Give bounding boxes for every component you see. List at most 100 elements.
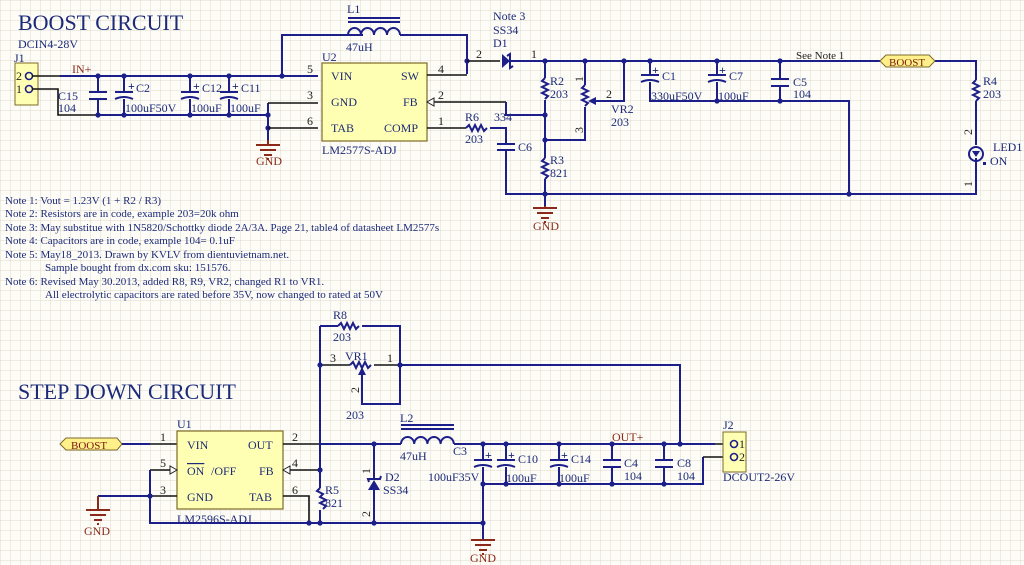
c8-ref: C8 [677, 456, 691, 470]
vr2-value: 203 [611, 115, 629, 129]
input-arrow-icon [425, 97, 435, 107]
led1-ref: LED1 [993, 140, 1022, 154]
c3-ref: C3 [453, 444, 467, 458]
d1-part: SS34 [493, 23, 518, 37]
resistor-r8[interactable]: R8 203 [320, 308, 401, 365]
diode-d1[interactable]: Note 3 SS34 D1 2 1 [476, 9, 537, 70]
note-6: Note 6: Revised May 30.2013, added R8, R… [5, 276, 324, 288]
c12-polarity: + [193, 79, 200, 93]
resistor-r6[interactable]: R6 203 [465, 110, 488, 146]
wire-input-rail [60, 34, 363, 77]
junction [542, 191, 548, 197]
r5-ref: R5 [325, 483, 339, 497]
gnd-label: GND [470, 551, 496, 565]
ground-symbol-u2: GND [256, 140, 282, 168]
c1-polarity: + [652, 63, 659, 77]
c3-value: 100uF35V [428, 470, 480, 484]
wire [935, 60, 977, 80]
capacitor-c6[interactable]: 334 C6 [494, 110, 532, 154]
connector-j1[interactable]: DCIN4-28V J1 2 1 [14, 37, 78, 106]
junction [714, 98, 720, 104]
c11-polarity: + [232, 79, 239, 93]
capacitor-c15[interactable]: C15 104 [58, 76, 107, 115]
vr2-pin-3: 3 [572, 127, 586, 133]
capacitor-c2[interactable]: + C2 100uF50V [114, 76, 177, 115]
u1-pinnum-2: 2 [292, 430, 298, 444]
capacitor-c12[interactable]: + C12 100uF [180, 76, 222, 115]
vr1-pin-3: 3 [330, 351, 336, 365]
u2-ref: U2 [322, 50, 337, 64]
junction [147, 493, 153, 499]
l2-ref: L2 [400, 411, 413, 425]
u2-pinnum-3: 3 [307, 88, 313, 102]
c4-value: 104 [624, 469, 642, 483]
junction [542, 58, 548, 64]
gnd-label: GND [533, 219, 559, 233]
j1-ref: J1 [14, 51, 25, 65]
d2-pin-1: 1 [359, 468, 373, 474]
wire-output-gnd [483, 457, 704, 485]
led-led1[interactable]: 2 1 LED1 ON [961, 129, 1022, 187]
connector-j2[interactable]: J2 1 2 DCOUT2-26V [722, 418, 795, 484]
d2-pin-2: 2 [359, 511, 373, 517]
inductor-l2[interactable]: L2 47uH [400, 411, 455, 463]
resistor-r4[interactable]: R4 203 [970, 74, 1001, 102]
capacitor-c11[interactable]: + C11 100uF [219, 76, 261, 115]
port-boost-input[interactable]: BOOST [59, 437, 123, 452]
junction [647, 58, 653, 64]
c7-value: 100uF [718, 89, 749, 103]
note-6-cont: All electrolytic capacitors are rated be… [45, 289, 383, 301]
j2-pin-1: 1 [739, 437, 745, 451]
u2-pin-comp: COMP [384, 121, 418, 135]
led1-value: ON [990, 154, 1008, 168]
capacitor-c3[interactable]: + C3 100uF35V [428, 444, 493, 540]
vr2-pin-2: 2 [606, 87, 612, 101]
resistor-r3[interactable]: R3 821 [539, 153, 568, 206]
potentiometer-vr2[interactable]: 1 2 3 VR2 203 [545, 61, 634, 141]
junction [621, 58, 627, 64]
l1-ref: L1 [347, 2, 360, 16]
resistor-r5[interactable]: R5 821 [315, 470, 343, 523]
u1-pin-tab: TAB [249, 490, 272, 504]
junction [542, 112, 548, 118]
ic-u1-lm2596s-adj[interactable]: U1 VIN ON /OFF GND OUT FB TAB 1 5 3 2 4 … [160, 417, 298, 526]
net-label-in-plus: IN+ [72, 62, 92, 76]
capacitor-c10[interactable]: + C10 100uF [496, 444, 538, 485]
wire [32, 88, 98, 116]
u2-body [321, 62, 428, 142]
wire [490, 127, 507, 144]
c4-ref: C4 [624, 456, 638, 470]
c15-value: 104 [58, 101, 76, 115]
j2-terminal-2 [729, 452, 739, 462]
u2-pinnum-5: 5 [307, 62, 313, 76]
led1-pin-1: 1 [961, 181, 975, 187]
resistor-r2[interactable]: R2 203 [539, 61, 568, 158]
c10-polarity: + [508, 448, 515, 462]
port-boost[interactable]: BOOST [879, 54, 936, 69]
junction [371, 441, 377, 447]
u1-pinnum-3: 3 [160, 483, 166, 497]
d1-pin-1: 1 [531, 47, 537, 61]
j2-pin-2: 2 [739, 450, 745, 464]
u2-pin-fb: FB [403, 95, 418, 109]
capacitor-c8[interactable]: C8 104 [655, 444, 695, 484]
c14-ref: C14 [571, 452, 591, 466]
note-1: Note 1: Vout = 1.23V (1 + R2 / R3) [5, 195, 161, 207]
inductor-l1[interactable]: L1 47uH [346, 2, 401, 54]
note-5-cont: Sample bought from dx.com sku: 151576. [45, 262, 231, 274]
ic-u2-lm2577s-adj[interactable]: U2 VIN GND TAB SW FB COMP 5 3 6 4 2 1 LM… [307, 50, 444, 157]
capacitor-c1[interactable]: + C1 330uF50V [640, 61, 703, 103]
l2-value: 47uH [400, 449, 427, 463]
diode-d2[interactable]: 1 2 D2 SS34 [359, 444, 408, 523]
vr2-pin-1: 1 [572, 76, 586, 82]
u1-pin-gnd: GND [187, 490, 213, 504]
capacitor-c14[interactable]: + C14 100uF [549, 444, 591, 485]
r8-ref: R8 [333, 308, 347, 322]
u2-part: LM2577S-ADJ [322, 143, 397, 157]
see-note-label: See Note 1 [796, 50, 844, 62]
potentiometer-vr1[interactable]: VR1 3 1 2 203 [320, 349, 401, 422]
capacitor-c4[interactable]: C4 104 [603, 444, 642, 484]
capacitor-c5[interactable]: C5 104 [771, 61, 811, 101]
capacitor-c7[interactable]: + C7 100uF [707, 61, 749, 103]
